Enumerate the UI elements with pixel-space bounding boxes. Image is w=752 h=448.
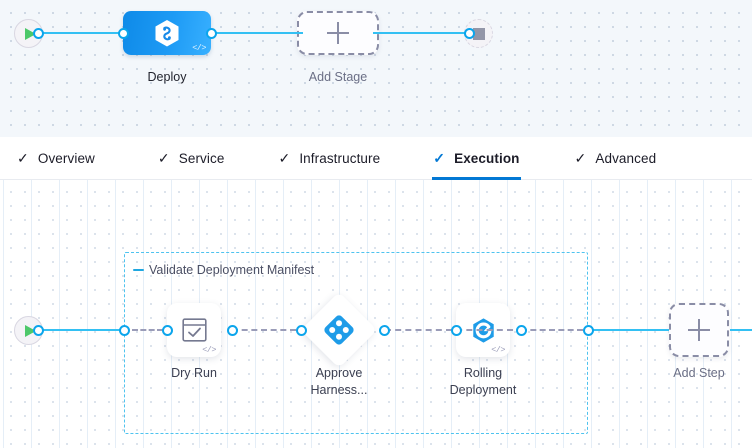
- step-group-title: Validate Deployment Manifest: [149, 263, 315, 277]
- add-step-label: Add Step: [673, 366, 725, 380]
- step-node-label: Approve Harness...: [310, 366, 368, 397]
- stage-deploy-outport[interactable]: [206, 28, 217, 39]
- execution-canvas[interactable]: Validate Deployment Manifest: [0, 180, 752, 448]
- add-stage-node[interactable]: Add Stage: [297, 11, 379, 84]
- stage-node-body[interactable]: </>: [123, 11, 211, 55]
- start-node-port[interactable]: [33, 28, 44, 39]
- end-node-port[interactable]: [464, 28, 475, 39]
- check-icon: ✓: [433, 150, 446, 166]
- step-node-body[interactable]: [300, 291, 378, 369]
- tab-label: Overview: [37, 150, 95, 166]
- tab-overview[interactable]: ✓ Overview: [16, 137, 96, 180]
- approve-inport[interactable]: [296, 325, 307, 336]
- stage-deploy-inport[interactable]: [118, 28, 129, 39]
- step-group-validate-deployment-manifest[interactable]: [124, 252, 588, 434]
- stage-node-deploy[interactable]: </> Deploy: [123, 11, 211, 84]
- code-badge: </>: [202, 345, 216, 355]
- dry-run-inport[interactable]: [162, 325, 173, 336]
- link-start-to-deploy: [36, 32, 126, 34]
- approve-outport[interactable]: [379, 325, 390, 336]
- group-entry-port[interactable]: [119, 325, 130, 336]
- step-node-label: Dry Run: [171, 366, 217, 380]
- tab-label: Service: [178, 150, 225, 166]
- stage-node-label: Deploy: [147, 70, 187, 84]
- stop-icon: [472, 27, 485, 40]
- group-exit-port[interactable]: [583, 325, 594, 336]
- link-group-to-addstep: [588, 329, 669, 331]
- play-icon: [24, 324, 36, 337]
- code-badge: </>: [491, 345, 505, 355]
- execution-start-port[interactable]: [33, 325, 44, 336]
- rolling-inport[interactable]: [451, 325, 462, 336]
- link-addstage-to-end: [373, 32, 469, 34]
- minus-icon[interactable]: [133, 268, 144, 272]
- tab-label: Execution: [454, 150, 520, 166]
- step-node-dry-run[interactable]: </> Dry Run: [167, 303, 221, 380]
- add-stage-label: Add Stage: [308, 70, 368, 84]
- plus-icon: [327, 22, 349, 44]
- rolling-outport[interactable]: [516, 325, 527, 336]
- check-icon: ✓: [17, 150, 29, 166]
- tab-advanced[interactable]: ✓ Advanced: [574, 137, 658, 180]
- step-group-header[interactable]: Validate Deployment Manifest: [133, 263, 314, 277]
- link-addstep-to-right: [730, 329, 752, 331]
- add-stage-box[interactable]: [297, 11, 379, 55]
- check-icon: ✓: [278, 150, 291, 166]
- check-icon: ✓: [574, 150, 587, 166]
- step-node-approve-harness[interactable]: Approve Harness...: [300, 291, 378, 397]
- link-rolling-to-groupend: [521, 329, 583, 331]
- checkbox-list-icon: [181, 318, 207, 342]
- tab-label: Infrastructure: [299, 150, 381, 166]
- tab-infrastructure[interactable]: ✓ Infrastructure: [277, 137, 381, 180]
- link-start-to-group: [36, 329, 125, 331]
- stage-canvas[interactable]: </> Deploy Add Stage: [0, 0, 752, 137]
- harness-hexagon-icon: [155, 19, 179, 46]
- play-icon: [24, 27, 36, 40]
- check-icon: ✓: [157, 150, 170, 166]
- link-group-to-dryrun: [132, 329, 163, 331]
- plus-icon: [688, 319, 710, 341]
- link-deploy-to-addstage: [211, 32, 303, 34]
- add-step-box[interactable]: [669, 303, 729, 357]
- tab-service[interactable]: ✓ Service: [157, 137, 226, 180]
- tab-execution[interactable]: ✓ Execution: [432, 137, 521, 180]
- link-dryrun-to-approve: [232, 329, 296, 331]
- tab-label: Advanced: [595, 150, 657, 166]
- approval-diamond-icon: [324, 315, 354, 345]
- code-badge: </>: [192, 43, 206, 53]
- dry-run-outport[interactable]: [227, 325, 238, 336]
- link-approve-to-rolling: [385, 329, 513, 331]
- add-step-node[interactable]: Add Step: [669, 303, 729, 380]
- stage-config-tabs[interactable]: ✓ Overview ✓ Service ✓ Infrastructure ✓ …: [0, 137, 752, 180]
- step-node-label: Rolling Deployment: [449, 366, 517, 397]
- step-node-body[interactable]: </>: [167, 303, 221, 357]
